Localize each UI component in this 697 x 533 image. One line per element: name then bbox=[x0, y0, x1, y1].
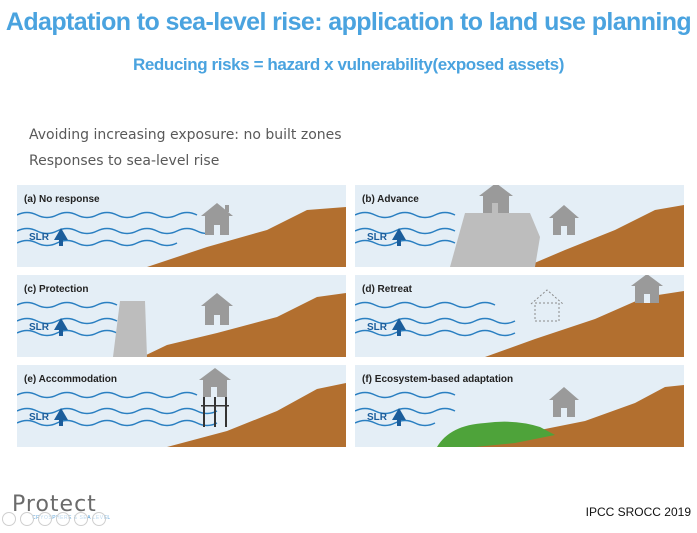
text-line-responses: Responses to sea-level rise bbox=[29, 153, 220, 169]
panel-label: (d) Retreat bbox=[362, 284, 413, 295]
sea-level-rise-arrow-icon bbox=[54, 318, 68, 336]
slideshow-controls bbox=[2, 512, 106, 526]
text-line-exposure: Avoiding increasing exposure: no built z… bbox=[29, 127, 342, 143]
stilt-house-icon bbox=[199, 368, 231, 427]
sea-level-rise-arrow-icon bbox=[392, 408, 406, 426]
panel-protection: (c) Protection SLR bbox=[17, 275, 346, 357]
panel-ecosystem-based-adaptation: (f) Ecosystem-based adaptation SLR bbox=[355, 365, 684, 447]
slide-subtitle: Reducing risks = hazard x vulnerability(… bbox=[132, 55, 565, 74]
wetland-vegetation bbox=[437, 421, 555, 447]
house-icon bbox=[549, 205, 579, 235]
house-icon bbox=[631, 275, 663, 303]
panel-label: (b) Advance bbox=[362, 194, 419, 205]
panel-illustration bbox=[355, 185, 684, 267]
house-icon bbox=[201, 293, 233, 325]
zoom-icon[interactable] bbox=[74, 512, 88, 526]
slide-title: Adaptation to sea-level rise: applicatio… bbox=[5, 8, 692, 36]
panel-label: (c) Protection bbox=[24, 284, 89, 295]
slr-responses-figure: (a) No response SLR (b) Advance SLR bbox=[17, 185, 693, 447]
previous-slide-icon[interactable] bbox=[2, 512, 16, 526]
pen-icon[interactable] bbox=[38, 512, 52, 526]
house-icon bbox=[549, 387, 579, 417]
sea-level-rise-arrow-icon bbox=[54, 408, 68, 426]
house-icon bbox=[479, 185, 513, 213]
abandoned-house-icon bbox=[530, 289, 564, 322]
slr-label: SLR bbox=[29, 322, 49, 333]
panel-label: (f) Ecosystem-based adaptation bbox=[362, 374, 514, 385]
slr-label: SLR bbox=[29, 412, 49, 423]
panel-accommodation: (e) Accommodation SLR bbox=[17, 365, 346, 447]
panel-label: (a) No response bbox=[24, 194, 100, 205]
panel-illustration bbox=[17, 368, 346, 447]
panel-illustration bbox=[17, 293, 346, 357]
more-options-icon[interactable] bbox=[92, 512, 106, 526]
slr-label: SLR bbox=[367, 232, 387, 243]
panel-no-response: (a) No response SLR bbox=[17, 185, 346, 267]
slr-label: SLR bbox=[29, 232, 49, 243]
panel-label: (e) Accommodation bbox=[24, 374, 117, 385]
slides-grid-icon[interactable] bbox=[56, 512, 70, 526]
panel-illustration bbox=[17, 203, 346, 267]
sea-level-rise-arrow-icon bbox=[54, 228, 68, 246]
slr-label: SLR bbox=[367, 412, 387, 423]
panel-retreat: (d) Retreat SLR bbox=[355, 275, 684, 357]
seawall bbox=[113, 301, 147, 357]
protect-logo-subtext: CRYOSPHERE & SEA LEVEL bbox=[32, 515, 111, 521]
sea-level-rise-arrow-icon bbox=[392, 228, 406, 246]
next-slide-icon[interactable] bbox=[20, 512, 34, 526]
panel-illustration bbox=[355, 385, 684, 447]
source-citation: IPCC SROCC 2019 bbox=[585, 505, 691, 519]
panel-illustration bbox=[355, 275, 684, 357]
house-icon bbox=[201, 203, 233, 235]
slr-label: SLR bbox=[367, 322, 387, 333]
panel-advance: (b) Advance SLR bbox=[355, 185, 684, 267]
sea-level-rise-arrow-icon bbox=[392, 318, 406, 336]
